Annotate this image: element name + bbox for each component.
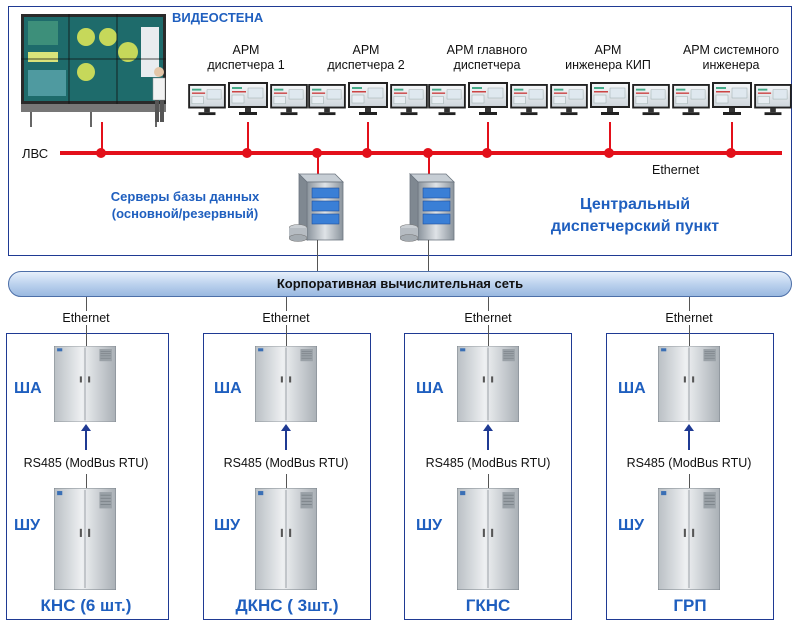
ws-2-link bbox=[367, 122, 369, 152]
server-1-link bbox=[317, 152, 319, 178]
lan-node bbox=[726, 148, 736, 158]
station-4-uplink bbox=[689, 297, 690, 353]
videowall-link bbox=[101, 122, 103, 152]
station-3-name: ГКНС bbox=[465, 596, 511, 615]
station-4-shu-cabinet bbox=[658, 488, 720, 590]
server-2-icon bbox=[393, 172, 463, 242]
lan-node bbox=[362, 148, 372, 158]
workstation-3-image bbox=[428, 82, 548, 116]
station-2-rs485-line bbox=[286, 474, 287, 488]
station-2-sha-label: ША bbox=[214, 380, 242, 397]
ws-label-line: диспетчера bbox=[453, 58, 521, 72]
central-point-line: Центральный bbox=[579, 196, 691, 213]
station-1-sha-label: ША bbox=[14, 380, 42, 397]
central-point-label: Центральный диспетчерский пункт bbox=[520, 194, 750, 238]
server-2-link bbox=[428, 152, 430, 178]
ws-label-line: инженера bbox=[702, 58, 760, 72]
videowall-label: ВИДЕОСТЕНА bbox=[172, 10, 264, 25]
station-3-uplink bbox=[488, 297, 489, 353]
ws-label-line: АРМ bbox=[594, 43, 622, 57]
lan-node bbox=[312, 148, 322, 158]
station-4-ethernet-label: Ethernet bbox=[659, 311, 719, 325]
ws-label-line: диспетчера 2 bbox=[327, 58, 405, 72]
lan-node bbox=[604, 148, 614, 158]
ws-label-line: АРМ системного bbox=[682, 43, 780, 57]
workstation-1-image bbox=[188, 82, 308, 116]
station-4-rs485-arrow bbox=[684, 424, 694, 450]
station-1-rs485-label: RS485 (ModBus RTU) bbox=[23, 456, 149, 470]
station-4-shu-label: ШУ bbox=[618, 517, 645, 534]
station-4-sha-cabinet bbox=[658, 346, 720, 422]
station-2-uplink bbox=[286, 297, 287, 353]
station-3-shu-label: ШУ bbox=[416, 517, 443, 534]
ws-label-line: АРМ bbox=[232, 43, 260, 57]
server-1-corp-link bbox=[317, 240, 318, 272]
ws-4-link bbox=[609, 122, 611, 152]
station-2-rs485-arrow bbox=[281, 424, 291, 450]
lan-label: ЛВС bbox=[22, 146, 49, 161]
ws-label-line: диспетчера 1 bbox=[207, 58, 285, 72]
station-3-rs485-line bbox=[488, 474, 489, 488]
station-1-sha-cabinet bbox=[54, 346, 116, 422]
station-1-name: КНС (6 шт.) bbox=[40, 596, 132, 615]
lan-node bbox=[482, 148, 492, 158]
station-1-shu-label: ШУ bbox=[14, 517, 41, 534]
server-2-corp-link bbox=[428, 240, 429, 272]
workstation-2-image bbox=[308, 82, 428, 116]
servers-label-line: (основной/резервный) bbox=[111, 206, 259, 221]
station-3-shu-cabinet bbox=[457, 488, 519, 590]
station-1-rs485-arrow bbox=[81, 424, 91, 450]
station-2-rs485-label: RS485 (ModBus RTU) bbox=[223, 456, 349, 470]
station-2-name: ДКНС ( 3шт.) bbox=[235, 596, 339, 615]
station-2-sha-cabinet bbox=[255, 346, 317, 422]
lan-ethernet-label: Ethernet bbox=[652, 163, 700, 177]
lan-node bbox=[242, 148, 252, 158]
station-1-ethernet-label: Ethernet bbox=[56, 311, 116, 325]
station-4-sha-label: ША bbox=[618, 380, 646, 397]
ws-3-link bbox=[487, 122, 489, 152]
corporate-network-bar: Корпоративная вычислительная сеть bbox=[8, 271, 792, 297]
station-3-sha-label: ША bbox=[416, 380, 444, 397]
station-2-shu-cabinet bbox=[255, 488, 317, 590]
servers-label: Серверы базы данных (основной/резервный) bbox=[100, 188, 270, 222]
station-1-rs485-line bbox=[86, 474, 87, 488]
lan-node bbox=[96, 148, 106, 158]
central-point-line: диспетчерский пункт bbox=[550, 218, 720, 235]
videowall-image bbox=[21, 14, 166, 127]
servers-label-line: Серверы базы данных bbox=[110, 189, 260, 204]
station-2-shu-label: ШУ bbox=[214, 517, 241, 534]
station-3-rs485-label: RS485 (ModBus RTU) bbox=[425, 456, 551, 470]
station-4-name: ГРП bbox=[673, 596, 707, 615]
ws-label-line: АРМ bbox=[352, 43, 380, 57]
station-3-sha-cabinet bbox=[457, 346, 519, 422]
ws-label-line: АРМ главного bbox=[446, 43, 528, 57]
ws-1-link bbox=[247, 122, 249, 152]
station-4-rs485-line bbox=[689, 474, 690, 488]
lan-line bbox=[60, 151, 782, 155]
ws-label-line: инженера КИП bbox=[565, 58, 651, 72]
station-2-ethernet-label: Ethernet bbox=[256, 311, 316, 325]
workstation-4-image bbox=[550, 82, 670, 116]
station-3-rs485-arrow bbox=[483, 424, 493, 450]
station-3-ethernet-label: Ethernet bbox=[458, 311, 518, 325]
ws-5-link bbox=[731, 122, 733, 152]
station-1-uplink bbox=[86, 297, 87, 353]
station-4-rs485-label: RS485 (ModBus RTU) bbox=[626, 456, 752, 470]
workstation-5-image bbox=[672, 82, 792, 116]
station-1-shu-cabinet bbox=[54, 488, 116, 590]
lan-node bbox=[423, 148, 433, 158]
server-1-icon bbox=[282, 172, 352, 242]
